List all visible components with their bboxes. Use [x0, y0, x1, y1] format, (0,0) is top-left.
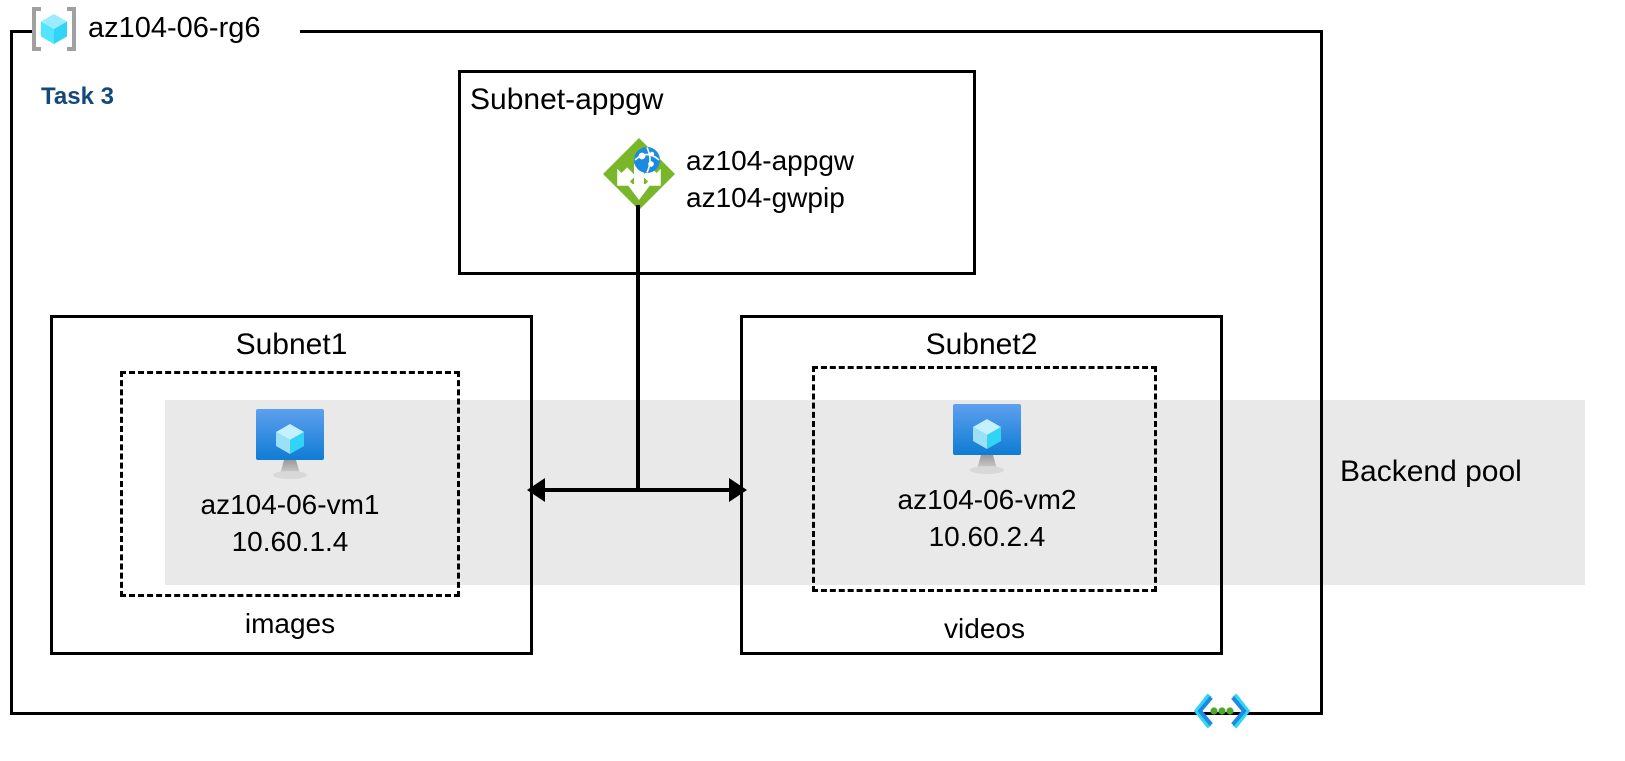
vm1-name: az104-06-vm1	[200, 489, 380, 520]
subnet2-box	[740, 315, 1223, 655]
virtual-machine-icon	[944, 399, 1030, 479]
subnet1-title: Subnet1	[235, 328, 348, 361]
gwpip-resource-name: az104-gwpip	[686, 182, 845, 213]
resource-group-border-right	[1320, 30, 1323, 715]
resource-group-border-left	[10, 30, 13, 715]
vm2-node: az104-06-vm2 10.60.2.4	[862, 393, 1112, 555]
subnet2-footer-label: videos	[944, 613, 1025, 644]
subnet1-subnet2-connector	[533, 488, 741, 492]
subnet2-dashed-group	[812, 366, 1157, 592]
vm1-ip: 10.60.1.4	[231, 526, 349, 557]
subnet1-box	[50, 315, 533, 655]
vm1-node: az104-06-vm1 10.60.1.4	[165, 398, 415, 560]
resource-group-border-top-right	[300, 30, 1323, 33]
backend-pool-label: Backend pool	[1340, 455, 1522, 488]
vm2-name: az104-06-vm2	[897, 484, 1077, 515]
subnet1-dashed-group	[120, 371, 460, 597]
subnet-appgw-box	[458, 70, 976, 275]
code-brackets-icon	[1192, 693, 1252, 729]
appgw-to-subnets-connector	[636, 205, 640, 490]
resource-group-border-bottom	[10, 712, 1323, 715]
resource-group-cube-icon	[30, 5, 78, 53]
application-gateway-icon	[601, 136, 677, 212]
subnet1-footer-label: images	[244, 608, 336, 639]
subnet-appgw-title: Subnet-appgw	[470, 83, 664, 116]
appgw-resource-labels: az104-appgw az104-gwpip	[686, 142, 854, 216]
task-label: Task 3	[41, 83, 114, 110]
appgw-resource-name: az104-appgw	[686, 145, 855, 176]
vm2-ip: 10.60.2.4	[928, 521, 1046, 552]
resource-group-border-top-left	[10, 30, 32, 33]
subnet2-title: Subnet2	[925, 328, 1038, 361]
resource-group-title: az104-06-rg6	[88, 12, 261, 44]
virtual-machine-icon	[247, 404, 333, 484]
backend-pool-band	[165, 400, 1585, 585]
